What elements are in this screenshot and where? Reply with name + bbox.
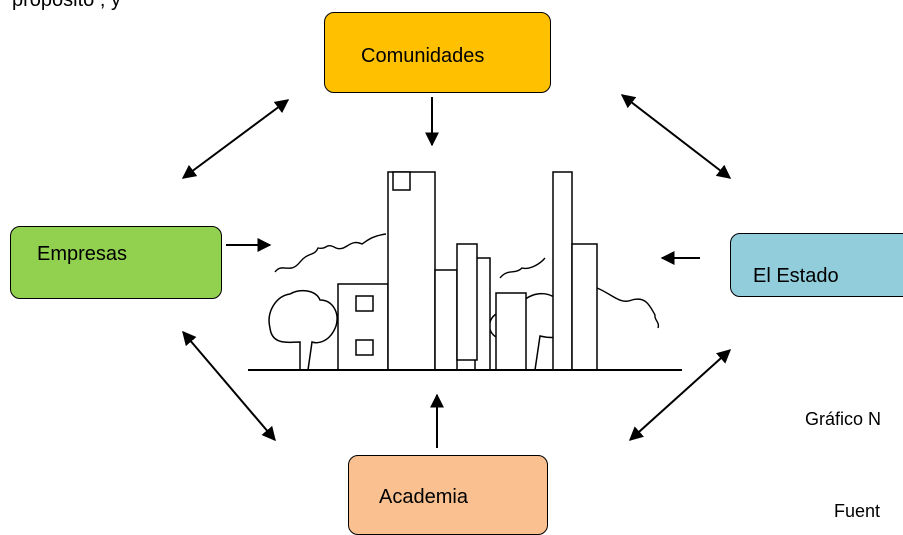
node-comunidades: Comunidades	[324, 12, 551, 93]
arrow-comunidades-estado	[620, 94, 732, 179]
building-thin	[456, 243, 478, 361]
squiggle-right	[596, 287, 660, 329]
tower-right	[552, 171, 573, 371]
node-academia: Academia	[348, 455, 548, 535]
window-upper	[355, 295, 374, 312]
node-empresas: Empresas	[10, 226, 222, 299]
squiggle-mid	[499, 257, 546, 279]
building-back-right	[495, 292, 527, 371]
building-right	[571, 243, 598, 371]
window-lower	[355, 339, 374, 356]
tower-left	[387, 171, 436, 371]
building-mid	[434, 269, 458, 371]
arrow-empresas-comunidades	[181, 99, 290, 179]
node-estado-label: El Estado	[753, 265, 839, 287]
node-estado: El Estado	[730, 233, 903, 297]
tower-left-window	[392, 171, 411, 191]
arrow-empresas-academia	[182, 330, 276, 442]
node-academia-label: Academia	[379, 486, 468, 508]
arrow-estado-academia	[628, 349, 732, 441]
node-comunidades-label: Comunidades	[361, 45, 485, 67]
tree-left	[268, 289, 338, 371]
caption-fuente: Fuent	[834, 501, 881, 521]
caption-grafico: Gráfico N	[805, 409, 882, 429]
squiggle-left	[274, 233, 387, 273]
city-illustration	[268, 171, 598, 371]
top-text-fragment: propósito , y	[12, 0, 121, 11]
node-empresas-label: Empresas	[37, 243, 128, 265]
